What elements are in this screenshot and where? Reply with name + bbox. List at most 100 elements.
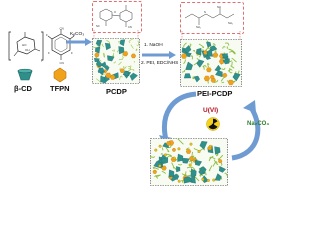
pcdp-inset-structure: O NC CN — [96, 5, 133, 29]
beta-cd-cone — [198, 166, 207, 174]
u-loaded-network-box — [150, 138, 228, 186]
beta-cd-cone — [177, 153, 184, 162]
linker-strand — [221, 81, 225, 84]
linker-strand — [231, 57, 237, 63]
uranyl-ion — [201, 177, 205, 181]
beta-cd-cone — [176, 166, 181, 173]
pcdp-inset-structure-box — [92, 1, 142, 33]
svg-text:NC: NC — [96, 24, 100, 28]
beta-cd-cone — [214, 173, 222, 181]
tfpn-hexagon — [152, 169, 158, 174]
tfpn-label: TFPN — [50, 84, 70, 93]
linker-strand — [123, 66, 125, 69]
step1-label: 1. NaOH — [144, 43, 163, 48]
tfpn-hexagon — [122, 51, 129, 57]
svg-text:F: F — [48, 51, 50, 55]
linker-strand — [212, 43, 216, 46]
beta-cd-cone — [183, 176, 193, 184]
beta-cd-cone — [199, 141, 208, 150]
tfpn-hexagon — [171, 148, 176, 152]
beta-cd-cone — [183, 73, 192, 79]
linker-strand — [191, 76, 195, 80]
radiation-icon — [206, 117, 220, 131]
beta-cd-cone — [196, 47, 202, 56]
beta-cd-cone — [214, 146, 221, 155]
linker-strand — [190, 55, 193, 60]
arrow-pei — [142, 51, 176, 59]
linker-strand — [217, 154, 224, 160]
beta-cd-cone — [210, 45, 218, 52]
svg-text:7: 7 — [41, 59, 43, 63]
tfpn-hexagon — [94, 52, 100, 58]
linker-strand — [130, 44, 134, 49]
linker-strand — [171, 162, 175, 169]
arrow-k2co3 — [66, 38, 92, 46]
uranyl-ion — [177, 147, 181, 151]
linker-strand — [128, 38, 134, 43]
tfpn-structure: CN CN F F F F — [46, 27, 75, 65]
linker-strand — [185, 147, 190, 151]
beta-cd-cone — [160, 157, 169, 164]
linker-strand — [160, 153, 163, 155]
beta-cd-cone — [119, 39, 126, 47]
uranyl-ion — [172, 156, 176, 160]
svg-text:CN: CN — [128, 25, 132, 29]
linker-strand — [227, 69, 233, 72]
linker-strand — [230, 65, 235, 69]
uranyl-ion — [163, 153, 167, 157]
linker-strand — [198, 43, 205, 48]
linker-strand — [150, 155, 155, 158]
tfpn-hexagon — [119, 68, 125, 73]
uranyl-ion — [197, 150, 201, 153]
linker-strand — [192, 49, 196, 52]
uranyl-ion — [158, 144, 162, 148]
svg-text:CN: CN — [60, 27, 64, 31]
beta-cd-cone — [193, 75, 200, 83]
linker-strand — [207, 63, 210, 68]
linker-strand — [167, 155, 173, 158]
linker-strand — [154, 174, 160, 177]
pei-inset-structure: NH₂ NH N NH₂ — [184, 5, 235, 29]
beta-cd-cone — [181, 157, 190, 164]
k2co3-label: K₂CO₃ — [70, 32, 85, 37]
linker-strand — [181, 69, 186, 73]
uranyl-ion — [208, 144, 212, 148]
linker-strand — [130, 65, 132, 68]
linker-strand — [213, 159, 219, 165]
na2co3-label: Na₂CO₃ — [247, 121, 270, 127]
linker-strand — [165, 147, 170, 153]
svg-text:OH: OH — [25, 48, 30, 52]
beta-cd-cone — [103, 65, 110, 71]
beta-cd-cone — [107, 55, 115, 62]
beta-cd-cone — [95, 59, 104, 68]
tfpn-hexagon — [181, 53, 187, 59]
svg-text:HO: HO — [22, 43, 27, 47]
uranyl-ion — [188, 163, 192, 167]
linker-strand — [202, 65, 205, 70]
beta-cd-cone — [222, 58, 230, 65]
tfpn-hexagon — [209, 75, 215, 80]
linker-strand — [189, 43, 192, 48]
beta-cd-icon — [17, 68, 33, 81]
beta-cd-cone — [183, 45, 192, 53]
svg-text:N: N — [204, 10, 206, 14]
linker-strand — [122, 56, 124, 59]
tfpn-hexagon — [222, 73, 228, 78]
beta-cd-cone — [129, 72, 138, 81]
pei-inset-structure-box — [180, 2, 244, 34]
linker-strand — [128, 67, 135, 71]
beta-cd-cone — [214, 64, 222, 72]
tfpn-hexagon — [130, 53, 137, 59]
desorption-arrow — [231, 100, 261, 161]
step2-label: 2. PEI, EDC/NHS — [141, 61, 179, 66]
uranyl-ion — [154, 148, 158, 152]
tfpn-hexagon — [210, 77, 216, 83]
beta-cd-cone — [206, 49, 213, 57]
linker-strand — [183, 59, 186, 64]
linker-strand — [96, 78, 102, 84]
beta-cd-cone — [105, 42, 111, 51]
beta-cd-cone — [98, 67, 105, 73]
tfpn-hexagon — [217, 159, 223, 164]
linker-strand — [221, 67, 226, 70]
pcdp-network-box — [92, 38, 140, 84]
